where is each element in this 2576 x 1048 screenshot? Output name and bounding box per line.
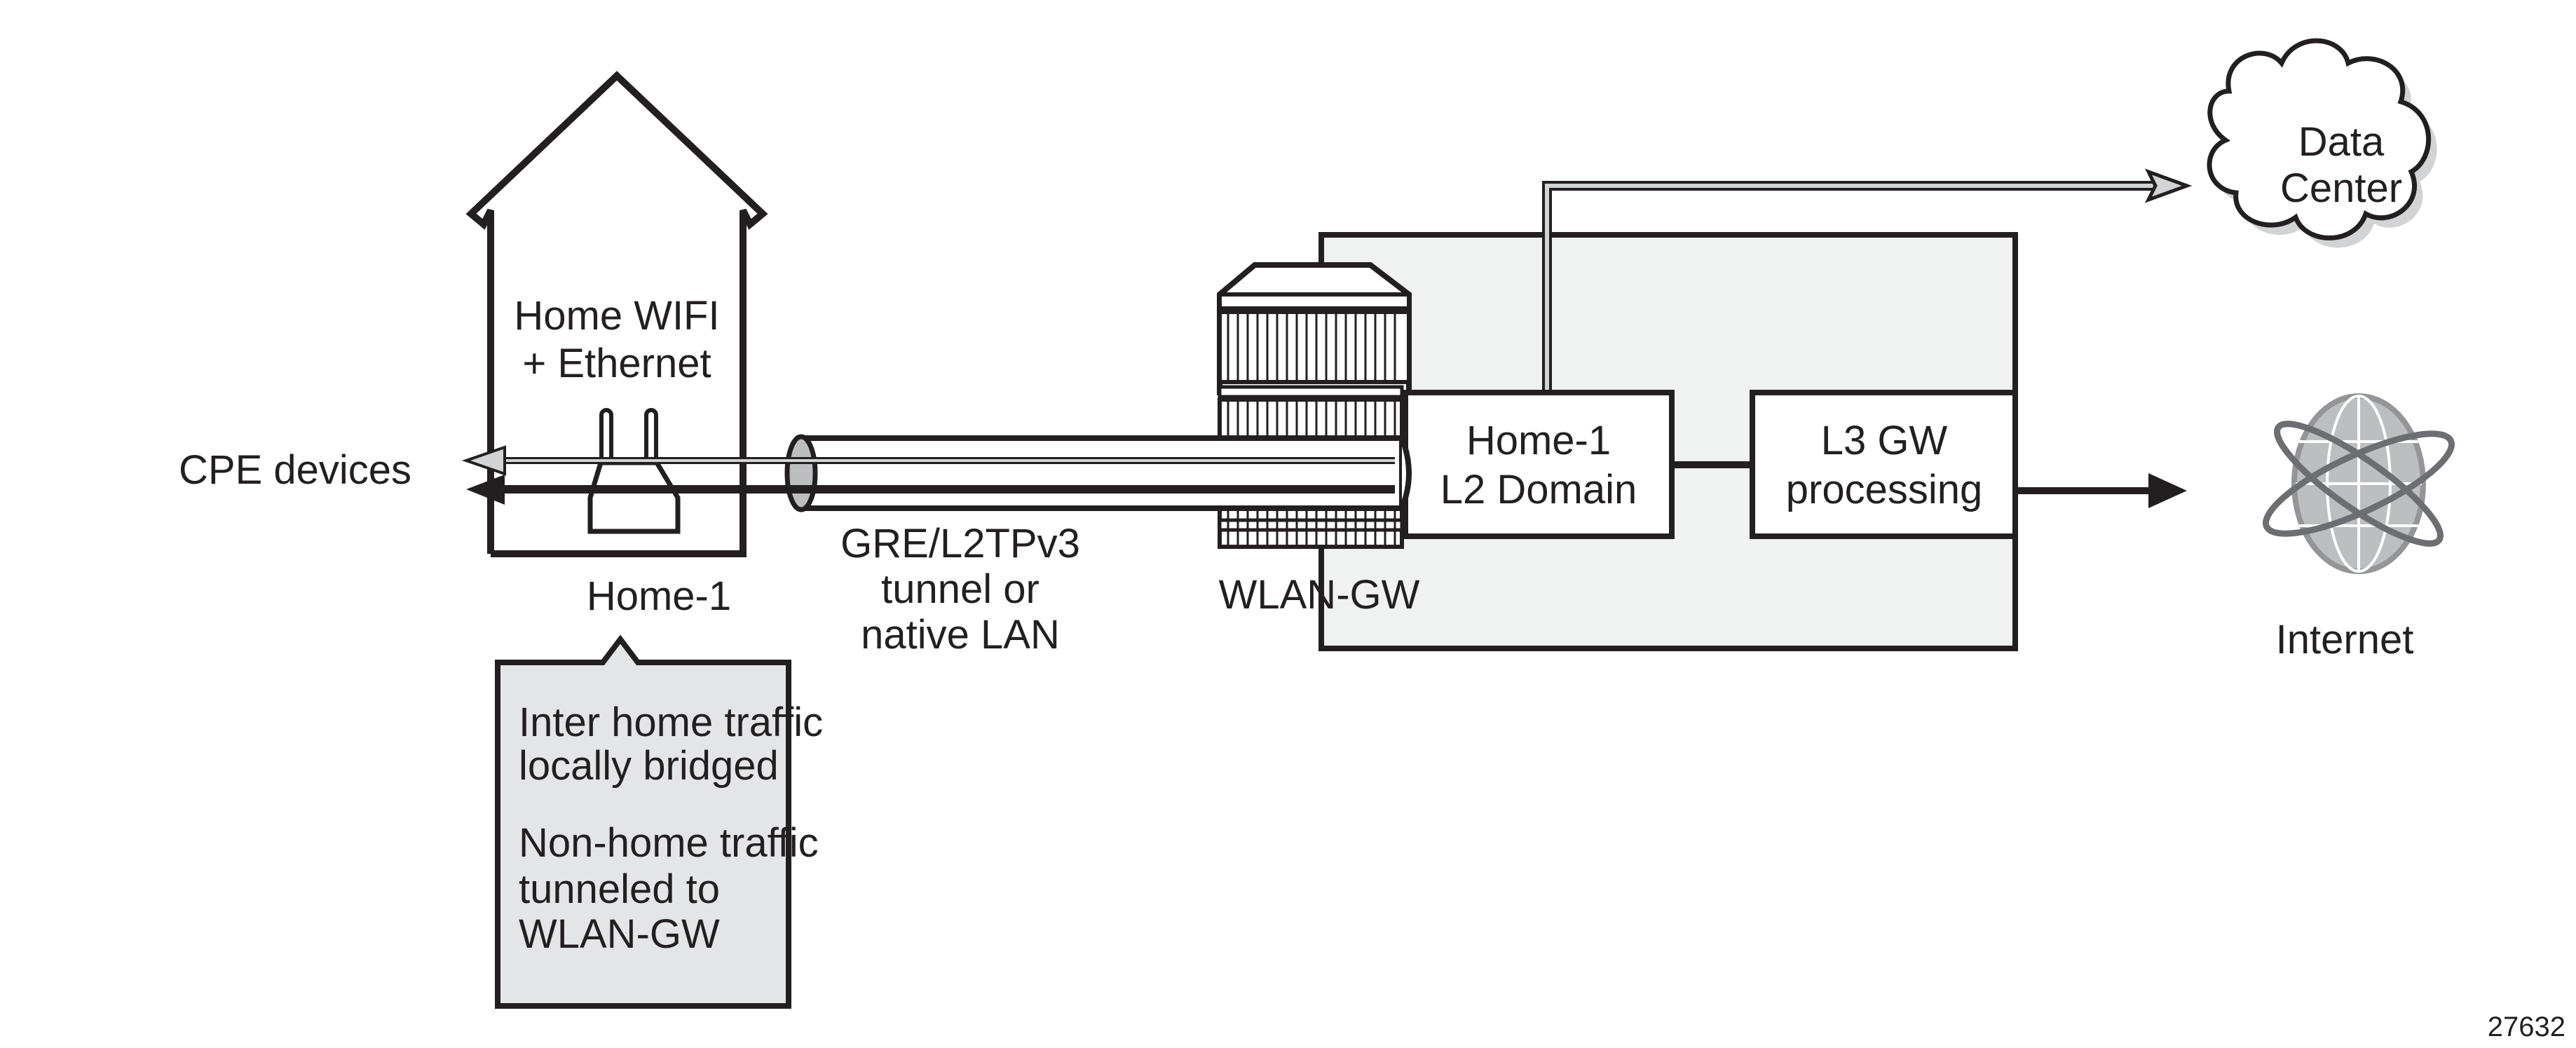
- cpe-devices-label: CPE devices: [179, 447, 411, 493]
- data-center-line2: Center: [2280, 165, 2402, 211]
- figure-id: 27632: [2488, 1012, 2565, 1042]
- black-traffic-arrow: [466, 475, 1395, 505]
- wlan-gw-label: WLAN-GW: [1219, 572, 1420, 618]
- internet-globe-icon: [2263, 393, 2455, 574]
- callout-para1-line1: Inter home traffic: [519, 700, 823, 745]
- tunnel-label-line3: native LAN: [861, 612, 1060, 658]
- internet-arrow-icon: [2148, 473, 2187, 508]
- home-title-line1: Home WIFI: [514, 293, 719, 339]
- data-center-arrow-icon: [2144, 168, 2193, 203]
- home-label: Home-1: [587, 573, 731, 619]
- callout-para1-line2: locally bridged: [519, 743, 779, 789]
- home-house-icon: [465, 71, 768, 557]
- l3-gw-line2: processing: [1786, 467, 1982, 512]
- tunnel-endpoint: [784, 434, 818, 512]
- data-center-line1: Data: [2298, 119, 2385, 165]
- callout-para2-line3: WLAN-GW: [519, 911, 720, 957]
- l2-domain-line1: Home-1: [1466, 418, 1611, 463]
- callout-para2-line2: tunneled to: [519, 866, 720, 912]
- l2-domain-box: [1403, 390, 1675, 539]
- data-center-link: [1542, 168, 2193, 396]
- l3-gw-box: [1750, 390, 2018, 539]
- tunnel-tube: [784, 434, 1412, 512]
- callout-para2-line1: Non-home traffic: [519, 820, 819, 866]
- tunnel-label-line2: tunnel or: [881, 566, 1040, 612]
- l3-gw-line1: L3 GW: [1821, 418, 1948, 463]
- internet-label: Internet: [2276, 617, 2414, 662]
- callout-box: [495, 634, 791, 1009]
- data-center-cloud-icon: [2207, 38, 2437, 248]
- l2-domain-line2: L2 Domain: [1440, 467, 1637, 512]
- tunnel-label-line1: GRE/L2TPv3: [840, 521, 1080, 566]
- home-title-line2: + Ethernet: [522, 341, 711, 386]
- gray-traffic-arrow: [461, 445, 1395, 476]
